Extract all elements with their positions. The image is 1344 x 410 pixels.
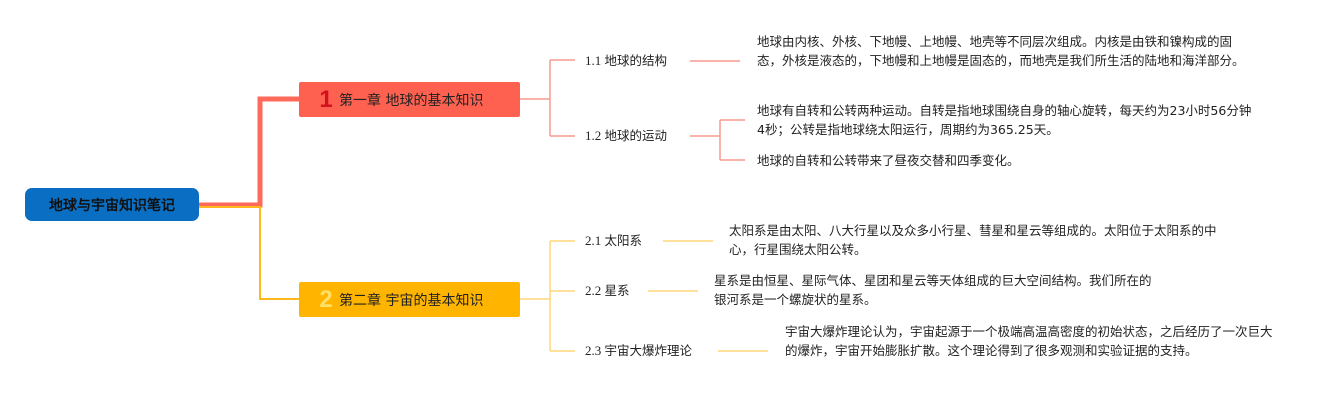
note-1-2-b[interactable]: 地球的自转和公转带来了昼夜交替和四季变化。 <box>757 153 1020 168</box>
chapter-number-badge: 1 <box>319 85 333 113</box>
topic-1-1[interactable]: 1.1 地球的结构 <box>585 52 667 70</box>
topic-number: 2.3 <box>585 343 602 358</box>
topic-label: 宇宙大爆炸理论 <box>604 343 693 358</box>
topic-number: 1.1 <box>585 53 602 68</box>
link-1-2-notes <box>690 119 745 161</box>
note-2-1[interactable]: 太阳系是由太阳、八大行星以及众多小行星、彗星和星云等组成的。太阳位于太阳系的中心… <box>729 223 1217 257</box>
topic-number: 2.2 <box>585 283 602 298</box>
link-ch2-topics <box>520 240 575 352</box>
topic-number: 2.1 <box>585 233 602 248</box>
chapter-1-node[interactable]: 1 第一章 地球的基本知识 <box>299 82 520 117</box>
chapter-number-badge: 2 <box>319 285 333 313</box>
root-title: 地球与宇宙知识笔记 <box>49 197 175 214</box>
topic-2-2[interactable]: 2.2 星系 <box>585 282 630 300</box>
link-root-ch2 <box>199 206 299 300</box>
note-1-2-a[interactable]: 地球有自转和公转两种运动。自转是指地球围绕自身的轴心旋转，每天约为23小时56分… <box>757 103 1252 137</box>
root-node[interactable]: 地球与宇宙知识笔记 <box>25 188 199 221</box>
chapter-title: 第二章 宇宙的基本知识 <box>339 292 484 309</box>
link-ch1-topics <box>520 59 575 137</box>
note-1-1[interactable]: 地球由内核、外核、下地幔、上地幔、地壳等不同层次组成。内核是由铁和镍构成的固态，… <box>757 34 1245 68</box>
topic-2-3[interactable]: 2.3 宇宙大爆炸理论 <box>585 342 692 360</box>
chapter-title: 第一章 地球的基本知识 <box>339 92 484 109</box>
topic-number: 1.2 <box>585 128 602 143</box>
note-2-2[interactable]: 星系是由恒星、星际气体、星团和星云等天体组成的巨大空间结构。我们所在的银河系是一… <box>714 273 1152 307</box>
chapter-2-node[interactable]: 2 第二章 宇宙的基本知识 <box>299 282 520 317</box>
topic-2-1[interactable]: 2.1 太阳系 <box>585 232 642 250</box>
link-root-ch1 <box>199 96 299 208</box>
topic-label: 星系 <box>604 283 630 298</box>
topic-label: 地球的结构 <box>604 53 668 68</box>
note-2-3[interactable]: 宇宙大爆炸理论认为，宇宙起源于一个极端高温高密度的初始状态，之后经历了一次巨大的… <box>785 324 1273 358</box>
topic-label: 地球的运动 <box>604 128 668 143</box>
topic-1-2[interactable]: 1.2 地球的运动 <box>585 127 667 145</box>
topic-label: 太阳系 <box>604 233 643 248</box>
